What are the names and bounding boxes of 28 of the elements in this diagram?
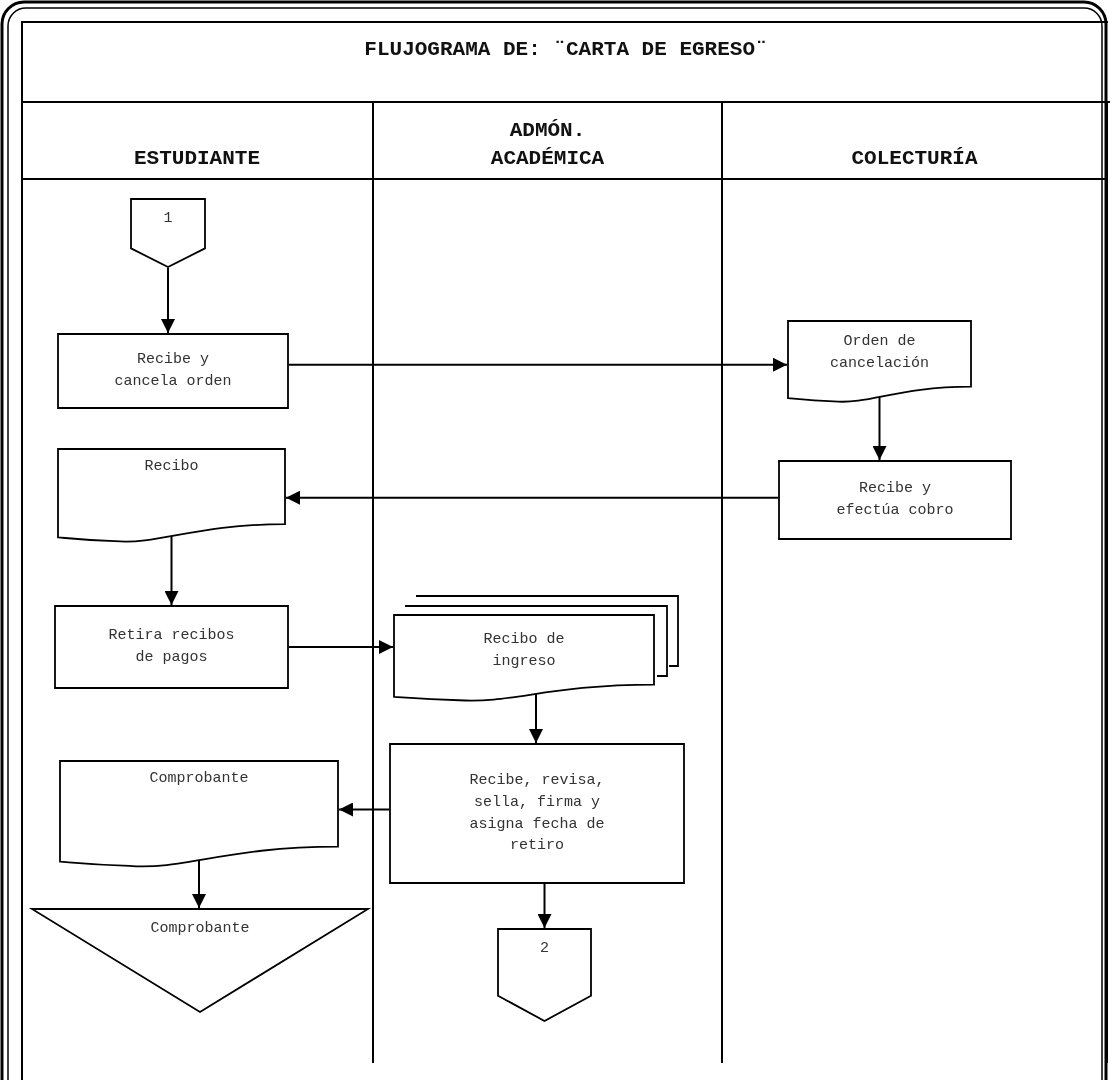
arrow bbox=[537, 883, 552, 929]
arrow bbox=[288, 640, 394, 654]
node-label: 2 bbox=[540, 939, 549, 959]
lane-header: ADMÓN. ACADÉMICA bbox=[489, 118, 606, 172]
arrow bbox=[192, 858, 206, 909]
swimlane bbox=[374, 103, 723, 1063]
arrow bbox=[529, 693, 543, 744]
arrow bbox=[872, 395, 887, 461]
node-label: Recibo bbox=[144, 457, 199, 477]
node-label: Orden de cancelación bbox=[828, 332, 930, 375]
node-label: Comprobante bbox=[150, 919, 250, 939]
arrow bbox=[288, 357, 788, 372]
node-label: Comprobante bbox=[149, 769, 249, 789]
arrow bbox=[338, 802, 390, 817]
swimlane bbox=[22, 103, 374, 1063]
node-label: Retira recibos de pagos bbox=[107, 626, 236, 668]
node-label: Recibo de ingreso bbox=[482, 630, 566, 672]
lane-header: ESTUDIANTE bbox=[134, 145, 260, 172]
node-label: Recibe y cancela orden bbox=[113, 350, 233, 392]
arrow bbox=[285, 490, 779, 505]
arrow bbox=[164, 534, 179, 606]
swimlane bbox=[723, 103, 1108, 1063]
node-label: Recibe y efectúa cobro bbox=[835, 479, 955, 521]
diagram-title: FLUJOGRAMA DE: ¨CARTA DE EGRESO¨ bbox=[363, 38, 769, 61]
arrow bbox=[161, 267, 175, 334]
lane-header: COLECTURÍA bbox=[851, 145, 978, 172]
node-label: Recibe, revisa, sella, firma y asigna fecha de retiro bbox=[468, 771, 606, 857]
node-label: 1 bbox=[163, 209, 173, 229]
